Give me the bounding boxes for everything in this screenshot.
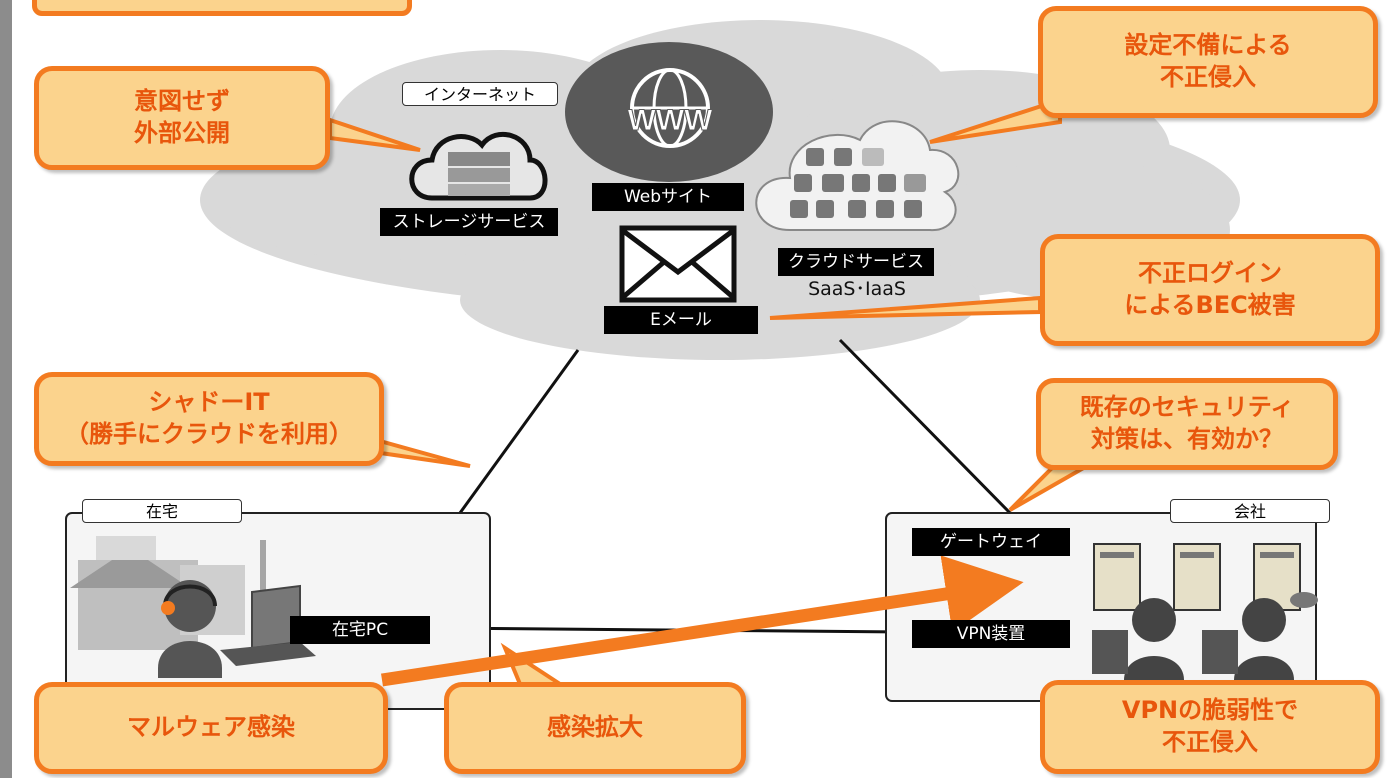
server-icons — [1093, 543, 1318, 611]
www-text: WWW — [628, 104, 714, 137]
callout-malware-infection: マルウェア感染 — [34, 682, 388, 774]
company-title: 会社 — [1170, 499, 1330, 523]
server-icon — [1093, 543, 1141, 611]
www-globe-icon: WWW — [565, 42, 773, 182]
header-banner — [32, 0, 412, 16]
infection-spread-arrow — [381, 555, 1024, 687]
callout-vpn-vulnerability: VPNの脆弱性で 不正侵入 — [1040, 680, 1380, 774]
vpn-device-label: VPN装置 — [912, 620, 1070, 648]
envelope-icon — [619, 225, 737, 303]
home-pc-label: 在宅PC — [290, 616, 430, 644]
user-monitor-icons — [1092, 598, 1294, 680]
cloud-service-label: クラウドサービス — [778, 248, 934, 276]
storage-cloud-icon — [409, 131, 548, 201]
email-label: Eメール — [604, 306, 758, 334]
cloud-service-sub-label: SaaS･IaaS — [808, 278, 906, 300]
internet-title: インターネット — [402, 82, 558, 106]
website-label: Webサイト — [592, 183, 744, 211]
callout-infection-spread: 感染拡大 — [444, 682, 746, 774]
user-monitor-icon — [1202, 598, 1294, 680]
user-headset-icon — [158, 580, 222, 678]
gateway-label: ゲートウェイ — [912, 528, 1070, 556]
callout-existing-security: 既存のセキュリティ 対策は、有効か？ — [1036, 378, 1338, 470]
storage-service-label: ストレージサービス — [380, 208, 558, 236]
left-border — [0, 0, 12, 778]
callout-shadow-it: シャドーIT （勝手にクラウドを利用） — [34, 372, 384, 466]
user-monitor-icon — [1092, 598, 1184, 680]
server-icon — [1173, 543, 1221, 611]
callout-unintended-exposure: 意図せず 外部公開 — [34, 66, 330, 170]
callout-misconfig-intrusion: 設定不備による 不正侵入 — [1038, 6, 1378, 118]
callout-unauthorized-login-bec: 不正ログイン によるBEC被害 — [1040, 234, 1380, 346]
home-title: 在宅 — [82, 499, 242, 523]
saas-apps-cloud-icon — [755, 120, 960, 232]
